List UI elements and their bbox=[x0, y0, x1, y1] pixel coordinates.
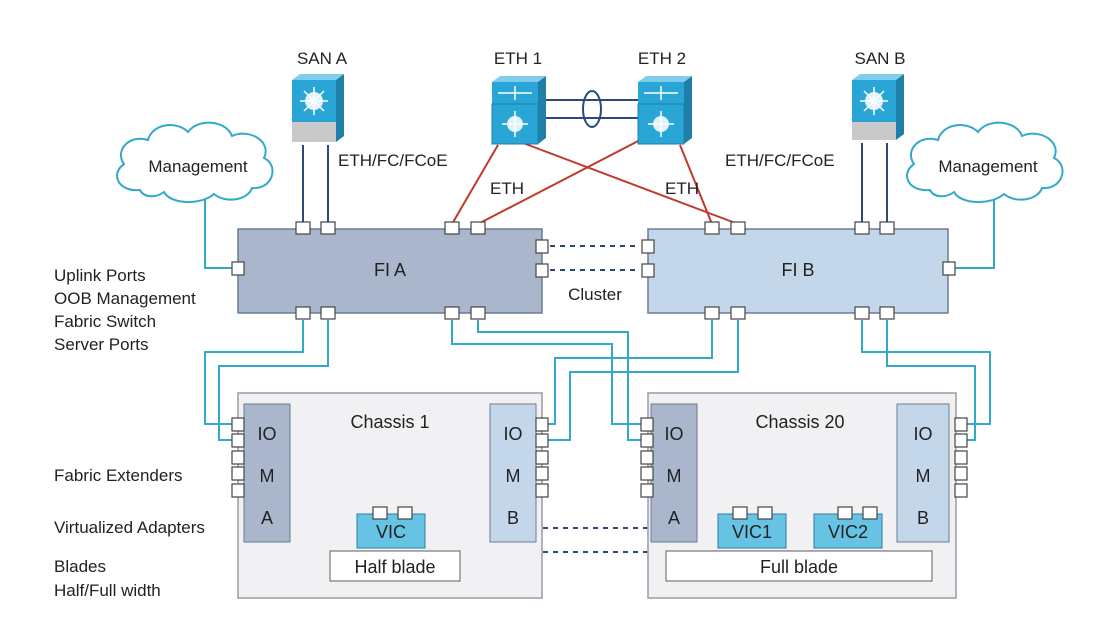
iom-label: M bbox=[506, 466, 521, 486]
eth-label-right: ETH bbox=[665, 179, 699, 198]
chassis-20: Chassis 20 IO M A IO M B VIC1 VIC2 Full … bbox=[647, 392, 957, 599]
san-uplinks bbox=[302, 143, 888, 224]
uplink-protocol-label-right: ETH/FC/FCoE bbox=[725, 151, 835, 170]
cluster-label: Cluster bbox=[568, 285, 622, 304]
chassis-dashed-links bbox=[543, 527, 648, 553]
chassis-1-half-blade: Half blade bbox=[329, 550, 461, 582]
management-cloud-right: Management bbox=[906, 121, 1064, 203]
vic-label: VIC1 bbox=[732, 522, 772, 542]
san-b-label: SAN B bbox=[854, 49, 905, 68]
side-labels: Uplink Ports OOB Management Fabric Switc… bbox=[54, 266, 205, 600]
iom-label: B bbox=[917, 508, 929, 528]
chassis-20-vic1: VIC1 bbox=[717, 513, 787, 549]
eth1-label: ETH 1 bbox=[494, 49, 542, 68]
chassis-20-title: Chassis 20 bbox=[755, 412, 844, 432]
iom-label: A bbox=[668, 508, 680, 528]
chassis-20-full-blade: Full blade bbox=[665, 550, 933, 582]
chassis-1-vic: VIC bbox=[356, 513, 426, 549]
management-label-left: Management bbox=[148, 157, 248, 176]
eth-interswitch-links bbox=[545, 90, 638, 128]
uplink-protocol-label-left: ETH/FC/FCoE bbox=[338, 151, 448, 170]
management-label-right: Management bbox=[938, 157, 1038, 176]
san-a-label: SAN A bbox=[297, 49, 348, 68]
eth1-switch: ETH 1 bbox=[491, 49, 546, 145]
side-label-server-ports: Server Ports bbox=[54, 335, 148, 354]
fabric-to-iom-links bbox=[204, 320, 991, 441]
fi-a-label: FI A bbox=[374, 260, 406, 280]
eth-label-left: ETH bbox=[490, 179, 524, 198]
vic-label: VIC bbox=[376, 522, 406, 542]
san-b-switch: SAN B bbox=[852, 49, 906, 140]
cluster-links bbox=[550, 245, 640, 271]
iom-label: M bbox=[916, 466, 931, 486]
side-label-blades: Blades bbox=[54, 557, 106, 576]
eth2-label: ETH 2 bbox=[638, 49, 686, 68]
ethernet-switch-icon bbox=[491, 76, 546, 145]
eth-uplinks bbox=[451, 139, 739, 225]
iom-label: IO bbox=[664, 424, 683, 444]
fabric-interconnect-b: FI B bbox=[647, 228, 949, 314]
eth2-switch: ETH 2 bbox=[637, 49, 692, 145]
fabric-interconnect-a: FI A bbox=[237, 228, 543, 314]
fabric-switch-icon bbox=[292, 74, 344, 142]
iom-label: IO bbox=[257, 424, 276, 444]
iom-label: M bbox=[260, 466, 275, 486]
fi-b-label: FI B bbox=[781, 260, 814, 280]
chassis-20-iom-a: IO M A bbox=[650, 403, 698, 543]
san-a-switch: SAN A bbox=[292, 49, 348, 142]
blade-label: Half blade bbox=[354, 557, 435, 577]
iom-label: IO bbox=[503, 424, 522, 444]
iom-ports bbox=[231, 417, 968, 520]
fi-ports bbox=[231, 221, 956, 320]
side-label-fabric-extenders: Fabric Extenders bbox=[54, 466, 183, 485]
side-label-fabric-switch: Fabric Switch bbox=[54, 312, 156, 331]
chassis-1-title: Chassis 1 bbox=[350, 412, 429, 432]
ethernet-switch-icon bbox=[637, 76, 692, 145]
side-label-uplink-ports: Uplink Ports bbox=[54, 266, 146, 285]
chassis-1-iom-a: IO M A bbox=[243, 403, 291, 543]
iom-label: B bbox=[507, 508, 519, 528]
side-label-oob-management: OOB Management bbox=[54, 289, 196, 308]
fabric-switch-icon bbox=[852, 74, 904, 140]
chassis-1-iom-b: IO M B bbox=[489, 403, 537, 543]
management-links bbox=[204, 198, 995, 269]
iom-label: M bbox=[667, 466, 682, 486]
side-label-virtualized-adapters: Virtualized Adapters bbox=[54, 518, 205, 537]
blade-label: Full blade bbox=[760, 557, 838, 577]
vic-label: VIC2 bbox=[828, 522, 868, 542]
chassis-20-iom-b: IO M B bbox=[896, 403, 950, 543]
iom-label: A bbox=[261, 508, 273, 528]
side-label-half-full-width: Half/Full width bbox=[54, 581, 161, 600]
iom-label: IO bbox=[913, 424, 932, 444]
management-cloud-left: Management bbox=[116, 121, 274, 203]
chassis-1: Chassis 1 IO M A IO M B VIC Half blade bbox=[237, 392, 543, 599]
